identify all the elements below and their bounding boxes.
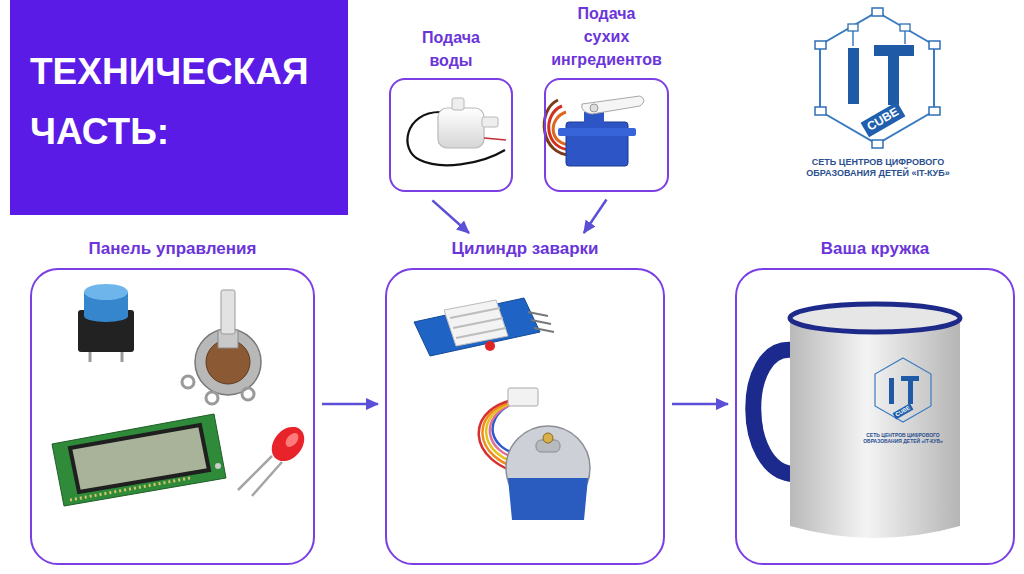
potentiometer-part — [195, 329, 261, 395]
push-button-part — [84, 284, 128, 300]
group-heading: Панель управления — [30, 237, 315, 262]
lcd-display-part — [70, 425, 209, 492]
logo-hexagon-part — [820, 12, 934, 144]
logo-hexagon-part — [848, 48, 859, 104]
heading-text: Подача сухих ингредиентов — [544, 2, 669, 72]
logo-hexagon-part — [929, 41, 940, 49]
component-group: Подача сухих ингредиентов — [544, 2, 669, 192]
red-led-part — [265, 420, 311, 467]
group-heading: Ваша кружка — [735, 237, 1015, 262]
component-group: Цилиндр заварки — [385, 237, 665, 565]
red-led-part — [252, 462, 282, 496]
red-led — [238, 420, 311, 496]
logo-hexagon-part — [904, 30, 906, 44]
lcd-display-part — [70, 478, 190, 500]
potentiometer-part — [206, 392, 218, 404]
logo-text: СЕТЬ ЦЕНТРОВ ЦИФРОВОГО ОБРАЗОВАНИЯ ДЕТЕЙ… — [802, 157, 954, 180]
group-heading: Подача сухих ингредиентов — [544, 2, 669, 72]
group-frame — [389, 78, 513, 192]
group-heading: Цилиндр заварки — [385, 237, 665, 262]
potentiometer-part — [182, 376, 194, 388]
title-text: ТЕХНИЧЕСКАЯ ЧАСТЬ: — [30, 42, 342, 162]
logo-hexagon-part — [848, 24, 858, 31]
heading-text: Подача воды — [389, 26, 513, 72]
logo-hexagon-part — [900, 24, 910, 31]
flow-arrow — [322, 403, 378, 406]
servo-motor — [544, 96, 644, 166]
servo-motor-part — [582, 96, 644, 114]
red-led-part — [238, 456, 272, 490]
stepper-motor — [479, 388, 590, 520]
lcd-display-part — [215, 463, 221, 469]
mug-logo-part — [908, 376, 913, 404]
stepper-motor-part — [508, 388, 538, 406]
heading-text: Ваша кружка — [735, 237, 1015, 262]
group-frame — [735, 268, 1015, 565]
water-pump-part — [484, 138, 506, 140]
stepper-motor-part — [508, 478, 588, 520]
mug — [753, 304, 960, 538]
dht-sensor-part — [534, 328, 554, 332]
mug-logo-part — [889, 378, 894, 404]
group-frame — [385, 268, 665, 565]
dht-sensor-part — [528, 312, 548, 316]
flow-arrow — [672, 403, 728, 406]
logo-hexagon-part — [888, 45, 899, 105]
dht-sensor-part — [414, 298, 540, 356]
logo-hexagon-part — [872, 140, 883, 148]
dht-sensor-part — [450, 308, 500, 318]
dht-sensor-part — [485, 341, 495, 351]
group-heading: Подача воды — [389, 26, 513, 72]
potentiometer — [182, 290, 261, 404]
push-button-part — [84, 310, 128, 322]
lcd-display — [52, 414, 226, 506]
logo-hexagon-part — [929, 107, 940, 115]
logo-hexagon-part — [872, 8, 883, 16]
water-pump-part — [452, 98, 464, 110]
dht-sensor-part — [456, 328, 506, 338]
dht-sensor-part — [453, 318, 503, 328]
group-frame — [544, 78, 669, 192]
stepper-motor-part — [543, 433, 553, 443]
dht-sensor-part — [531, 320, 551, 324]
water-pump-part — [438, 108, 484, 148]
lcd-display-part — [52, 414, 226, 506]
push-button-part — [78, 310, 134, 352]
potentiometer-part — [221, 290, 235, 334]
red-led-part — [283, 431, 301, 450]
logo-hexagon-part — [815, 41, 826, 49]
flow-arrow — [432, 200, 469, 233]
servo-motor-part — [558, 128, 636, 136]
servo-motor-part — [590, 104, 598, 112]
logo-text: CUBE — [861, 102, 906, 138]
logo-hexagon-part — [852, 30, 854, 46]
component-group: Подача воды — [389, 26, 513, 192]
component-group: Панель управления — [30, 237, 315, 565]
water-pump — [407, 98, 506, 165]
flow-arrow — [584, 200, 607, 233]
component-group: Ваша кружка — [735, 237, 1015, 565]
mug-part — [753, 350, 794, 474]
title-banner: ТЕХНИЧЕСКАЯ ЧАСТЬ: — [10, 0, 348, 215]
dht-sensor — [414, 298, 554, 356]
group-frame — [30, 268, 315, 565]
logo-text: CUBE — [893, 404, 913, 420]
mug-part — [790, 318, 960, 538]
dht-sensor-part — [444, 300, 508, 346]
heading-text: Цилиндр заварки — [385, 237, 665, 262]
logo-hexagon-part — [815, 107, 826, 115]
mug-logo-part — [875, 358, 931, 422]
potentiometer-part — [242, 388, 254, 400]
mug-logo — [875, 358, 931, 422]
logo-text: СЕТЬ ЦЕНТРОВ ЦИФРОВОГО ОБРАЗОВАНИЯ ДЕТЕЙ… — [855, 432, 951, 445]
push-button — [78, 284, 134, 362]
logo-hexagon — [815, 8, 940, 148]
mug-part — [790, 304, 960, 332]
heading-text: Панель управления — [30, 237, 315, 262]
water-pump-part — [482, 117, 498, 127]
